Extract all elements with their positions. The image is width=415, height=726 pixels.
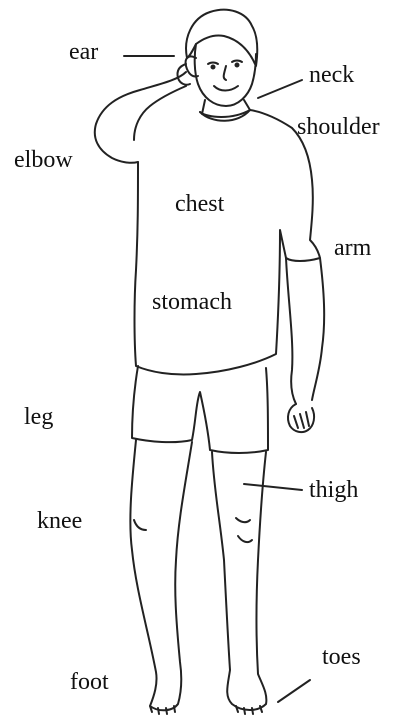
mouth: [214, 86, 238, 91]
right-eye: [232, 61, 242, 63]
left-eye: [208, 63, 218, 65]
right-leg: [212, 452, 266, 710]
neck-left: [202, 100, 205, 114]
label-arm: arm: [334, 236, 371, 260]
toes-leader: [278, 680, 310, 702]
label-thigh: thigh: [309, 478, 358, 502]
left-leg: [130, 440, 192, 710]
raised-arm: [95, 72, 186, 163]
label-chest: chest: [175, 192, 224, 216]
label-foot: foot: [70, 670, 109, 694]
thigh-leader: [244, 484, 302, 490]
label-shoulder: shoulder: [297, 115, 380, 139]
neck-leader: [258, 80, 302, 98]
label-knee: knee: [37, 509, 82, 533]
hanging-arm: [286, 258, 324, 404]
nose: [224, 66, 226, 80]
face: [195, 44, 256, 106]
label-elbow: elbow: [14, 148, 73, 172]
left-knee-detail: [134, 520, 146, 530]
label-leg: leg: [24, 405, 53, 429]
right-knee-detail: [236, 518, 252, 542]
label-neck: neck: [309, 63, 354, 87]
right-pupil: [236, 64, 239, 67]
label-ear: ear: [69, 40, 98, 64]
left-pupil: [212, 66, 215, 69]
shorts: [132, 366, 268, 453]
label-toes: toes: [322, 645, 361, 669]
label-stomach: stomach: [152, 290, 232, 314]
hanging-hand: [288, 404, 314, 432]
neck-right: [244, 100, 250, 110]
